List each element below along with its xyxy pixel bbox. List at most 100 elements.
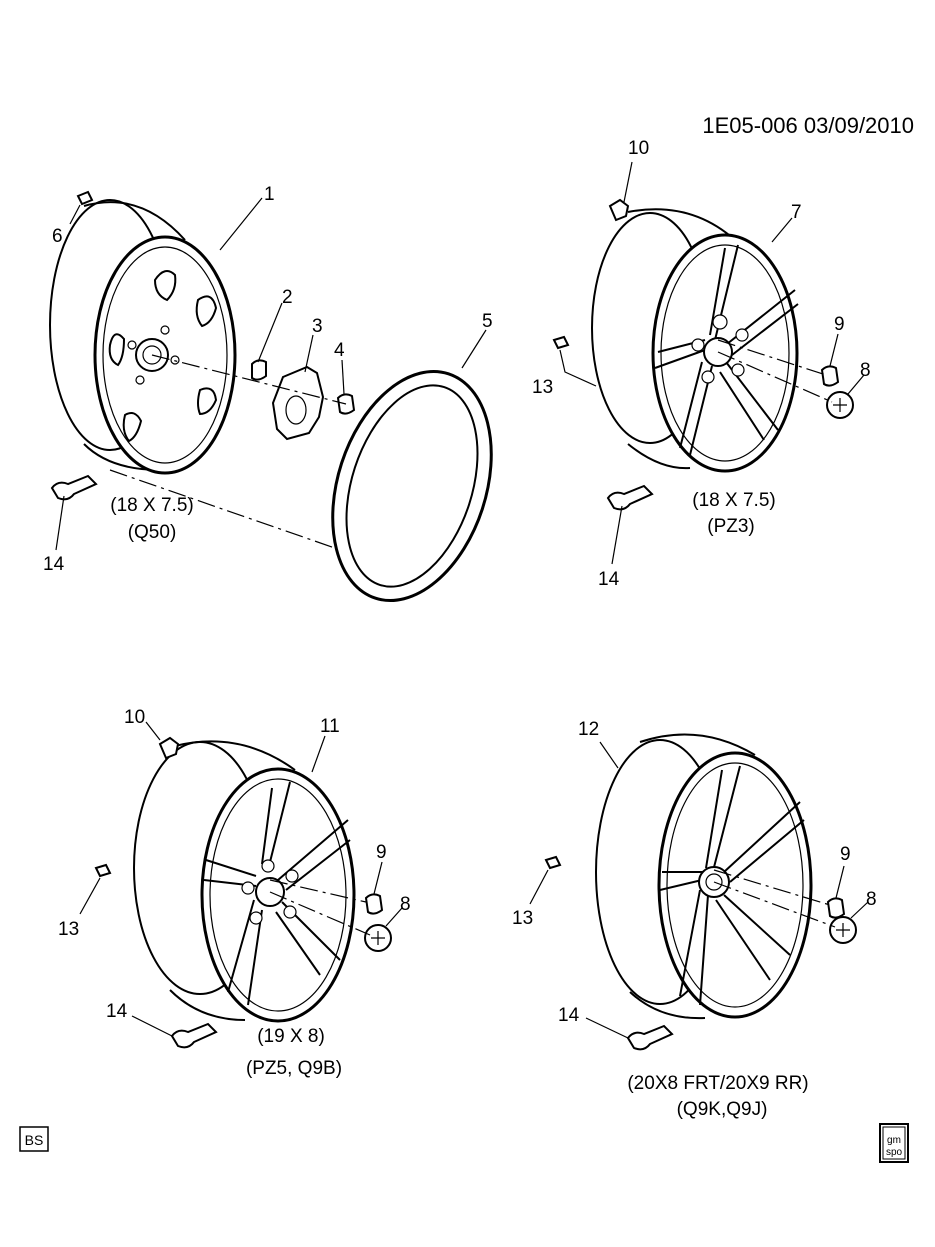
caption-q50-code: (Q50) [128, 522, 177, 543]
lug-hole [249, 911, 263, 925]
callout-3: 3 [312, 316, 323, 337]
callout-13: 13 [532, 377, 553, 398]
center-cap-3 [271, 365, 325, 441]
balance-weight-13 [552, 335, 570, 350]
callout-5: 5 [482, 311, 493, 332]
lug-hole [283, 905, 297, 919]
leader-9 [829, 333, 839, 367]
lug-nut-2 [251, 359, 267, 381]
gmspo-logo-top: gm [887, 1135, 901, 1146]
lug-hole [135, 375, 145, 385]
callout-7: 7 [791, 202, 802, 223]
lug-hole [170, 355, 180, 365]
pz5-spokes [205, 787, 351, 993]
caption-q9k-size: (20X8 FRT/20X9 RR) [627, 1073, 808, 1094]
steel-wheel-window [195, 295, 218, 328]
callout-1: 1 [264, 184, 275, 205]
pz5-spokes [203, 781, 349, 1006]
callout-9: 9 [834, 314, 845, 335]
pz5-rim-bottom-edge [169, 989, 246, 1021]
lug-hole [701, 370, 715, 384]
leader-8 [385, 907, 403, 927]
gmspo-logo-bottom: spo [886, 1147, 903, 1158]
q9k-rim-bottom-edge [629, 991, 706, 1020]
leader-5 [461, 329, 487, 369]
q9k-inner-lip [666, 762, 804, 1008]
callout-14: 14 [598, 569, 620, 590]
assembly-axis [713, 869, 831, 906]
callout-8: 8 [400, 894, 411, 915]
leader-13 [529, 869, 549, 905]
steel-wheel-window [197, 387, 218, 416]
q9k-wheel-group: 12 9 8 13 14 (20X8 FRT/20X9 RR) (Q9K,Q9J… [512, 719, 877, 1120]
steel-wheel-window [108, 333, 126, 367]
callout-12: 12 [578, 719, 599, 740]
q9k-front-face [657, 751, 813, 1019]
pz3-wheel-group: 10 7 9 8 13 14 (18 X 7.5) (PZ3) [532, 138, 871, 590]
lug-hole [712, 314, 728, 330]
pz5-rim-top-edge [174, 740, 296, 771]
caption-q50-size: (18 X 7.5) [110, 495, 193, 516]
leader-7 [771, 217, 793, 243]
lug-nut-9 [826, 897, 846, 919]
leader-1 [219, 197, 263, 251]
caption-pz3-code: (PZ3) [707, 516, 755, 537]
lug-hole [691, 338, 705, 352]
callout-14: 14 [558, 1005, 580, 1026]
callout-9: 9 [840, 844, 851, 865]
q9k-hub-bore [705, 873, 723, 891]
pz3-rim-top-edge [627, 208, 736, 241]
trim-ring-5-inner [345, 384, 479, 588]
leader-14 [611, 505, 623, 565]
steel-wheel-inner-lip [102, 246, 228, 464]
leader-4 [341, 359, 345, 395]
leader-10 [623, 161, 633, 203]
assembly-axis [269, 879, 367, 903]
diagram-code: 1E05-006 03/09/2010 [702, 113, 914, 138]
caption-q9k-code: (Q9K,Q9J) [677, 1099, 768, 1120]
sensor-10 [158, 736, 180, 760]
leader-14 [55, 495, 65, 551]
valve-stem-14 [626, 1024, 674, 1051]
balance-weight-13 [94, 863, 112, 878]
leader-13 [79, 877, 101, 915]
lug-hole [160, 325, 170, 335]
pz3-rim-bottom-edge [627, 443, 691, 470]
steel-wheel-hub-bore [142, 345, 162, 365]
callout-14: 14 [43, 554, 65, 575]
lug-hole [731, 363, 745, 377]
lug-hole [127, 340, 137, 350]
lug-hole [285, 869, 299, 883]
leader-11 [311, 735, 326, 773]
callout-14: 14 [106, 1001, 128, 1022]
pz3-spokes [657, 247, 799, 449]
q9k-rim-top-edge [639, 733, 756, 756]
valve-stem-14 [170, 1022, 218, 1049]
steel-wheel-rim-top-edge [83, 201, 186, 241]
steel-wheel-window [153, 270, 177, 302]
callout-10: 10 [628, 138, 649, 159]
valve-stem-14 [606, 484, 654, 511]
leader-8 [847, 374, 865, 395]
leader-9 [835, 865, 845, 899]
callout-8: 8 [866, 889, 877, 910]
callout-8: 8 [860, 360, 871, 381]
center-cap-8-emblem [371, 931, 385, 945]
caption-pz5-size: (19 X 8) [257, 1026, 325, 1047]
gmspo-logo-inner [882, 1126, 906, 1160]
assembly-axis [109, 469, 356, 556]
callout-6: 6 [52, 226, 63, 247]
steel-wheel-group: 1 2 3 4 5 6 14 (18 X 7.5) (Q50) [43, 184, 493, 603]
balance-weight-13 [544, 855, 562, 870]
callout-2: 2 [282, 287, 293, 308]
bs-badge-label: BS [25, 1132, 44, 1148]
pz3-inner-lip [660, 244, 790, 462]
q9k-spokes [662, 769, 805, 997]
leader-10 [145, 721, 161, 741]
center-cap-emblem [285, 395, 307, 425]
lug-hole [735, 328, 749, 342]
leader-3 [304, 334, 314, 373]
lug-nut-9 [820, 365, 840, 387]
leader-2 [257, 302, 283, 363]
